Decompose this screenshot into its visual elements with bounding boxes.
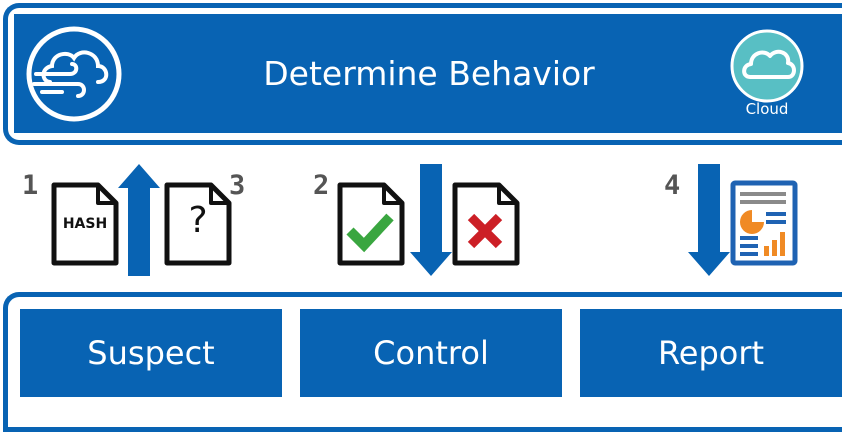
control-box: Control [300, 309, 562, 397]
top-banner [14, 14, 842, 133]
hash-label: HASH [62, 216, 108, 232]
page-title: Determine Behavior [263, 54, 595, 93]
down-arrow-icon [410, 164, 452, 276]
cloud-icon [730, 29, 804, 103]
x-document-icon [452, 182, 520, 266]
question-document-icon [164, 182, 232, 266]
report-box: Report [580, 309, 842, 397]
up-arrow-icon [118, 164, 160, 276]
wind-cloud-icon [26, 26, 122, 122]
top-banner-frame [3, 3, 842, 145]
cloud-label: Cloud [745, 100, 789, 118]
suspect-box: Suspect [20, 309, 282, 397]
down-arrow-icon [688, 164, 730, 276]
step-number-3: 3 [229, 170, 246, 201]
step-number-1: 1 [22, 170, 39, 201]
step-number-2: 2 [313, 170, 330, 201]
check-document-icon [337, 182, 405, 266]
question-label: ? [188, 200, 208, 241]
report-document-icon [730, 180, 798, 266]
hash-document-icon [51, 182, 119, 266]
step-number-4: 4 [664, 170, 681, 201]
